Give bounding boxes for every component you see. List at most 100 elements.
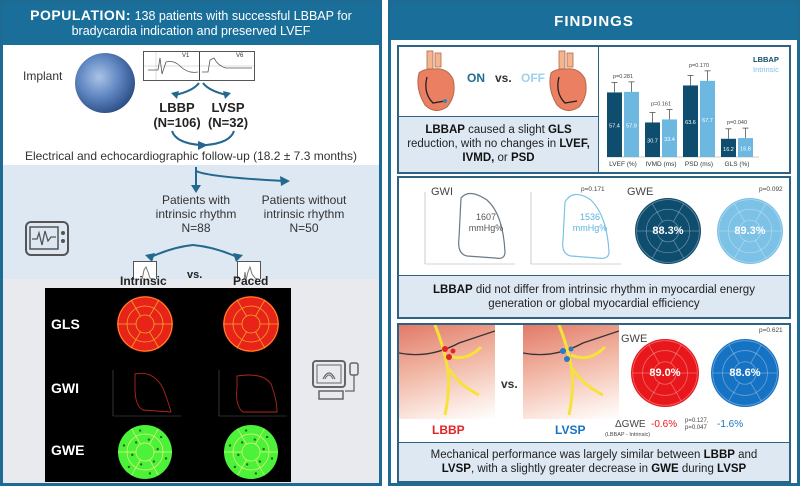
legend-lbbap: LBBAP (753, 55, 779, 64)
population-header: POPULATION: 138 patients with successful… (3, 3, 379, 45)
group-lvsp-n: (N=32) (207, 115, 249, 130)
gwi-lbbap-value: 1607 mmHg% (463, 212, 509, 234)
on-label: ON (467, 71, 485, 85)
gwi-p-value: p=0.171 (581, 186, 605, 193)
population-title: POPULATION: (30, 7, 132, 23)
gwi-intrinsic-unit: mmHg% (572, 223, 608, 233)
p-value-label: p=0.281 (613, 74, 633, 80)
split-arrows (171, 82, 231, 99)
delta-gwe-label: ΔGWE (615, 419, 646, 430)
sec1-summary-part: LVEF, IVMD, (462, 138, 590, 164)
sec3-summary-part: and (734, 449, 758, 461)
fluoroscopy-image (75, 53, 135, 113)
vs-label-sec1: vs. (495, 71, 512, 85)
legend-intrinsic: Intrinsic (753, 65, 779, 74)
delta-p2: p=0.047 (685, 425, 707, 431)
sec1-summary-part: GLS (548, 124, 572, 136)
sec3-summary: Mechanical performance was largely simil… (399, 442, 789, 481)
sec3-summary-part: LVSP (717, 463, 747, 475)
p-value-label: p=0.161 (651, 101, 671, 107)
gwe-lbbp-bullseye: 89.0% (631, 339, 699, 407)
findings-section-work: GWI 1607 mmHg% 1536 mmHg% p=0.171 GWE p=… (397, 176, 791, 319)
heart-on-icon (417, 50, 455, 111)
gwe-p-value-sec3: p=0.621 (759, 327, 783, 334)
bar-value-label: 63.6 (685, 120, 696, 126)
gwe-p-value: p=0.092 (759, 186, 783, 193)
delta-gwe-lbbp: -0.6% (651, 419, 678, 430)
with-rhythm-line2: intrinsic rhythm (155, 207, 237, 221)
without-rhythm-line2: intrinsic rhythm (263, 207, 345, 221)
delta-gwe-lvsp: -1.6% (717, 419, 744, 430)
rhythm-arrows (191, 167, 290, 193)
category-label: LVEF (%) (609, 161, 637, 168)
heart-comparison: ON vs. OFF (399, 47, 599, 117)
without-rhythm-line1: Patients without (261, 193, 347, 207)
sec3-summary-part: Mechanical performance was largely simil… (430, 449, 704, 461)
p-value-label: p=0.170 (689, 63, 709, 69)
gwi-loop (134, 372, 172, 413)
gwe-label-sec3: GWE (621, 333, 648, 345)
sec3-summary-part: , with a slightly greater decrease in (470, 463, 652, 475)
rhythm-section: Patients with intrinsic rhythm N=88 Pati… (3, 165, 379, 287)
ultrasound-machine-icon (311, 359, 361, 408)
delta-gwe-p-values: p=0.127, p=0.047 (685, 418, 709, 432)
echo-comparison-section: Intrinsic Paced GLS GWI GWE (3, 274, 379, 483)
gwe-lvsp-bullseye: 88.6% (711, 339, 779, 407)
gwe-intrinsic-value: 89.3% (734, 225, 766, 237)
gwe-lbbp-value: 89.0% (649, 367, 681, 379)
lvsp-label: LVSP (555, 423, 586, 437)
category-label: GLS (%) (725, 161, 750, 168)
without-rhythm-n: N=50 (289, 221, 319, 235)
vs-label-sec3: vs. (501, 377, 518, 391)
row-label-gwi: GWI (51, 380, 79, 396)
lbbp-lvsp-figure: vs. LBBP LVSP GWE p=0.621 89.0% 88 (398, 324, 789, 442)
sec1-summary-part: caused a slight (464, 124, 549, 136)
sec2-summary-part: LBBAP (433, 284, 473, 296)
sec2-summary-part: did not differ from intrinsic rhythm in … (472, 284, 755, 310)
group-lbbp: LBBP (N=106) (153, 100, 201, 130)
category-label: IVMD (ms) (645, 161, 676, 168)
bar-value-label: 57.9 (626, 123, 637, 129)
ecg-monitor-icon (25, 221, 71, 262)
gwe-intrinsic-bullseye: 89.3% (717, 198, 783, 264)
implant-section: Implant V1 V6 LBBP (N=106) LVSP (N=32) (3, 45, 379, 165)
with-rhythm-n: N=88 (181, 221, 211, 235)
gwi-label: GWI (431, 186, 453, 198)
sec3-summary-part: GWE (651, 463, 679, 475)
bar-intrinsic-1 (662, 119, 677, 157)
population-description: 138 patients with successful LBBAP for b… (71, 9, 352, 38)
gwe-lbbap-bullseye: 88.3% (635, 198, 701, 264)
bar-intrinsic-2 (700, 80, 715, 157)
paced-label: Paced (233, 274, 269, 288)
gwe-lbbap-value: 88.3% (652, 225, 684, 237)
gwi-loop (236, 374, 278, 413)
intrinsic-label: Intrinsic (120, 274, 167, 288)
gwi-lbbap-unit: mmHg% (468, 223, 504, 233)
row-label-gwe: GWE (51, 442, 85, 458)
bar-lbbap-2 (683, 85, 698, 157)
delta-gwe-sublabel: (LBBAP - Intrinsic) (605, 432, 651, 438)
bar-value-label: 33.4 (664, 137, 675, 143)
merge-arrows (171, 130, 235, 150)
gwi-intrinsic-number: 1536 (579, 212, 601, 222)
sec3-summary-part: LBBP (703, 449, 735, 461)
gwe-label: GWE (627, 186, 654, 198)
gwe-polar-map (224, 425, 278, 479)
bar-lbbap-0 (607, 92, 622, 157)
bar-value-label: 57.4 (609, 124, 620, 130)
compare-arrows (145, 244, 243, 262)
bar-value-label: 67.7 (702, 118, 713, 124)
gwi-gwe-figure: GWI 1607 mmHg% 1536 mmHg% p=0.171 GWE p=… (399, 178, 789, 274)
findings-header: FINDINGS (391, 3, 797, 40)
implant-label: Implant (23, 69, 63, 83)
group-lbbp-name: LBBP (159, 100, 195, 115)
sec1-summary-part: PSD (510, 152, 535, 164)
vs-label: vs. (187, 269, 203, 281)
group-lvsp: LVSP (N=32) (203, 100, 253, 130)
bar-value-label: 16.2 (723, 147, 734, 153)
heart-off-icon (549, 50, 587, 111)
echo-graphics (112, 296, 287, 479)
echo-panel: GLS GWI GWE (45, 288, 291, 482)
sec1-summary-part: LBBAP (425, 124, 465, 136)
